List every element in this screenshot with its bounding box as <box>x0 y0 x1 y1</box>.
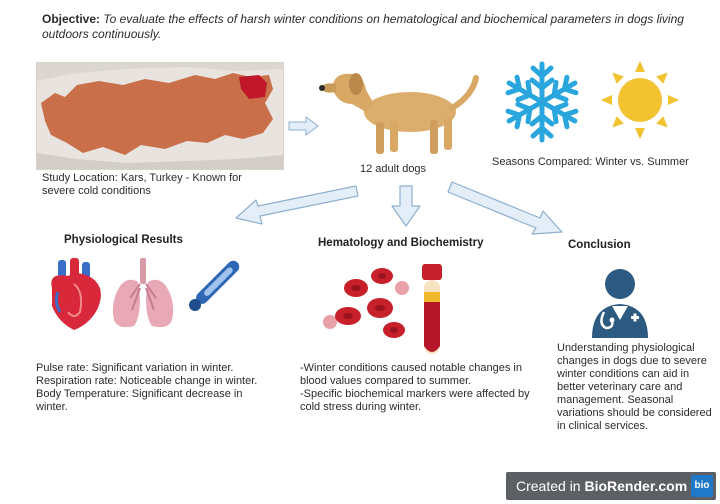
arrow-to-physiological <box>235 185 359 225</box>
heart-icon <box>51 258 101 330</box>
map-icon <box>37 63 283 169</box>
dog-icon <box>319 73 479 154</box>
seasons-text: Seasons Compared: Winter vs. Summer <box>492 156 689 168</box>
badge-prefix: Created in <box>516 478 585 494</box>
biorender-badge[interactable]: Created in BioRender.com bio <box>506 472 716 500</box>
sun-icon <box>601 61 679 139</box>
objective-text: Objective: To evaluate the effects of ha… <box>42 12 692 42</box>
biorender-logo-icon: bio <box>691 475 713 497</box>
physiological-title: Physiological Results <box>64 234 183 246</box>
conclusion-text: Understanding physiological changes in d… <box>557 342 712 432</box>
objective-label: Objective: <box>42 12 101 26</box>
objective-body: To evaluate the effects of harsh winter … <box>42 12 684 41</box>
thermometer-icon <box>189 260 240 311</box>
arrow-to-hematology <box>391 185 421 227</box>
snowflake-icon <box>500 61 584 144</box>
small-right-arrow <box>288 116 319 136</box>
conclusion-title: Conclusion <box>568 239 631 251</box>
lungs-icon <box>112 258 174 328</box>
blood-cells-icon <box>323 268 409 338</box>
body-temperature-line: Body Temperature: Significant decrease i… <box>36 388 243 413</box>
biochemical-markers-line: -Specific biochemical markers were affec… <box>300 388 530 413</box>
doctor-icon <box>592 269 648 338</box>
turkey-map <box>36 62 284 170</box>
subjects-text: 12 adult dogs <box>360 163 427 175</box>
study-location-text: Study Location: Kars, Turkey - Known for… <box>42 172 242 197</box>
physiological-results: Pulse rate: Significant variation in win… <box>36 362 276 414</box>
hematology-results: -Winter conditions caused notable change… <box>300 362 545 414</box>
respiration-rate-line: Respiration rate: Noticeable change in w… <box>36 375 258 387</box>
hematology-title: Hematology and Biochemistry <box>318 237 484 249</box>
arrow-to-conclusion <box>447 181 563 235</box>
pulse-rate-line: Pulse rate: Significant variation in win… <box>36 362 234 374</box>
blood-tube-icon <box>422 264 442 354</box>
blood-values-line: -Winter conditions caused notable change… <box>300 362 522 387</box>
badge-text: Created in BioRender.com <box>516 472 687 500</box>
badge-brand: BioRender.com <box>584 478 688 494</box>
